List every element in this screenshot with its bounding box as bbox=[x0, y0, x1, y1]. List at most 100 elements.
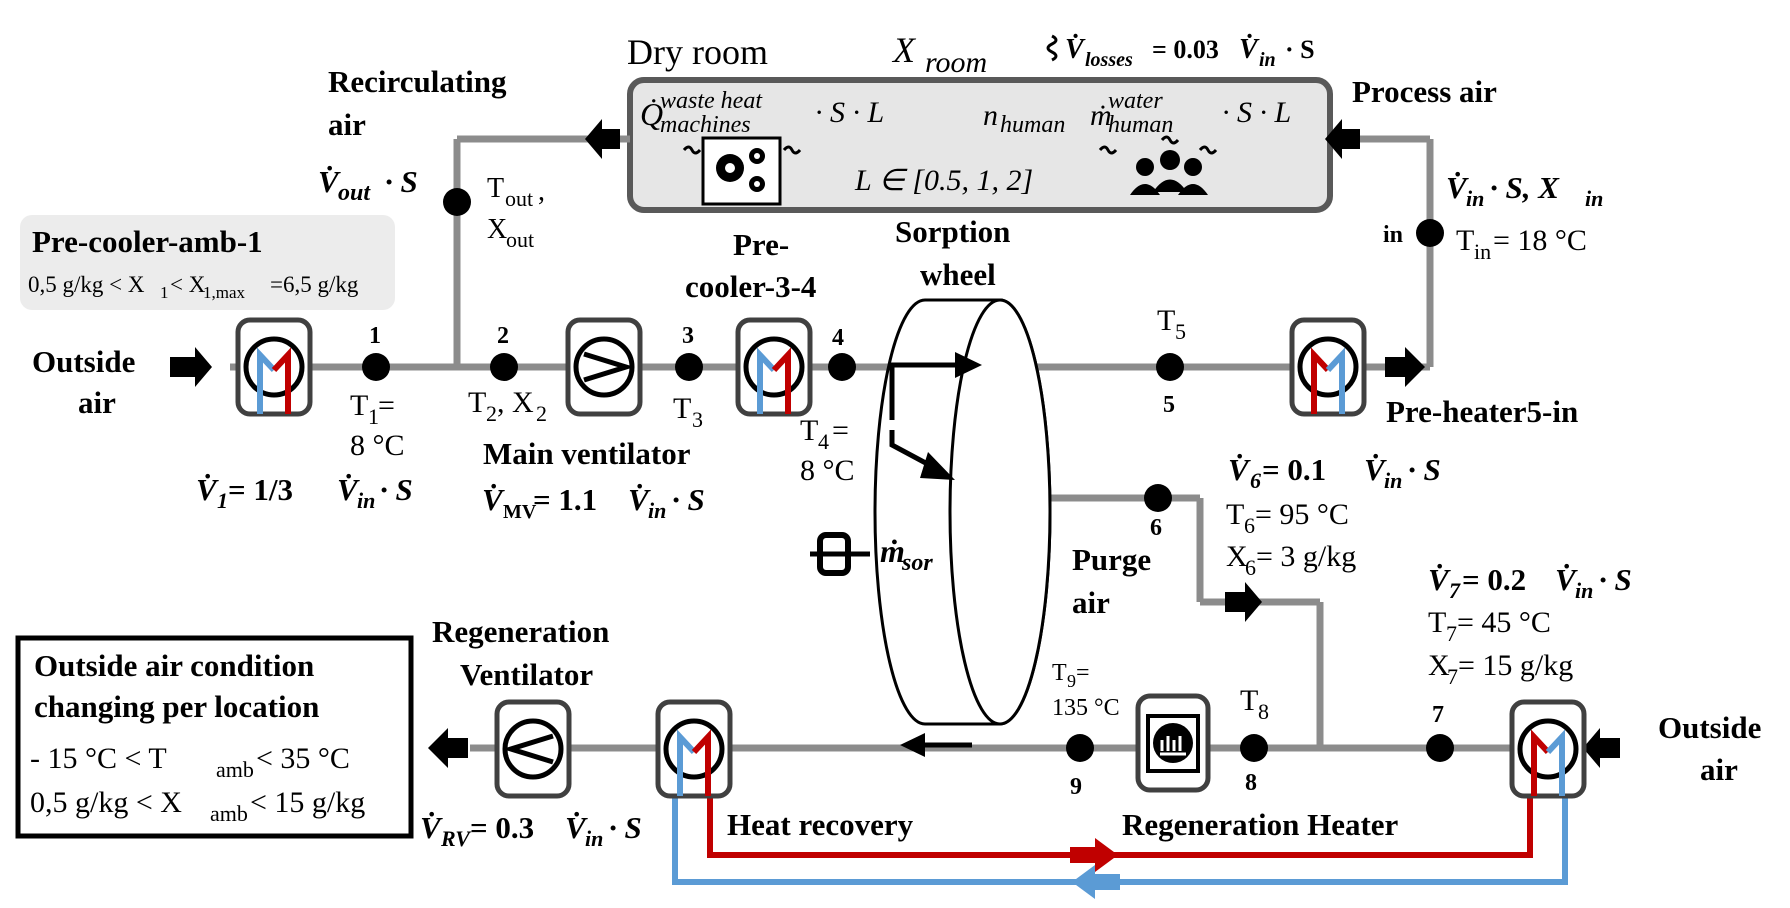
svg-text:135 °C: 135 °C bbox=[1052, 695, 1120, 721]
svg-text:T: T bbox=[468, 386, 486, 419]
t8-label: T 8 bbox=[1240, 684, 1269, 724]
svg-text:T: T bbox=[673, 392, 691, 425]
svg-text:in: in bbox=[1575, 578, 1593, 603]
arrow-process-air bbox=[1325, 119, 1360, 159]
svg-text:out: out bbox=[338, 180, 371, 206]
svg-text:in: in bbox=[1384, 468, 1402, 493]
svg-text:T: T bbox=[1428, 606, 1446, 639]
svg-text:V̇: V̇ bbox=[628, 482, 651, 517]
svg-text:· S: · S bbox=[380, 472, 413, 507]
svg-text:· S · L: · S · L bbox=[815, 96, 884, 129]
point-8-label: 8 bbox=[1245, 770, 1257, 796]
outside-air-left-1: Outside bbox=[32, 344, 135, 379]
svg-text:· S: · S bbox=[1285, 35, 1315, 64]
svg-text:in: in bbox=[1474, 239, 1491, 264]
heater-icon bbox=[1135, 693, 1211, 793]
svg-text:· S: · S bbox=[385, 164, 418, 199]
svg-text:human: human bbox=[1000, 112, 1065, 138]
vout-label: V̇ out · S bbox=[318, 164, 418, 206]
x7-label: X 7 = 15 g/kg bbox=[1428, 649, 1573, 689]
in-point-label: in bbox=[1383, 222, 1403, 248]
svg-text:human: human bbox=[1108, 112, 1173, 138]
svg-text:1: 1 bbox=[368, 404, 379, 429]
blue-flow-arrow bbox=[1072, 865, 1120, 899]
vmv-label: V̇ MV = 1.1 V̇ in · S bbox=[482, 482, 705, 523]
svg-text:= 95 °C: = 95 °C bbox=[1255, 498, 1349, 531]
sorption-wheel bbox=[873, 298, 1052, 726]
svg-text:RV: RV bbox=[440, 826, 472, 851]
svg-text:amb: amb bbox=[210, 801, 248, 826]
svg-text:in: in bbox=[585, 826, 603, 851]
people-icon bbox=[1098, 135, 1218, 195]
fan-icon bbox=[494, 699, 572, 799]
svg-text:amb: amb bbox=[216, 757, 254, 782]
outside-air-left-2: air bbox=[78, 385, 116, 420]
svg-text:V̇: V̇ bbox=[565, 810, 588, 845]
svg-text:= 0.03: = 0.03 bbox=[1152, 35, 1219, 64]
svg-text:X: X bbox=[487, 214, 507, 245]
outside-t-range: - 15 °C < T amb < 35 °C bbox=[30, 742, 350, 782]
point-5-label: 5 bbox=[1163, 392, 1175, 418]
svg-text:,: , bbox=[538, 176, 545, 207]
heat-recovery-loop bbox=[672, 770, 1568, 899]
dry-room-box bbox=[627, 77, 1333, 213]
x-room-label: X room bbox=[891, 30, 987, 79]
svg-text:2: 2 bbox=[536, 401, 547, 426]
svg-text:8 °C: 8 °C bbox=[800, 454, 855, 487]
outside-condition-title-2: changing per location bbox=[34, 689, 319, 724]
svg-text:V̇: V̇ bbox=[337, 472, 360, 507]
outside-air-right-2: air bbox=[1700, 752, 1738, 787]
process-air-label: Process air bbox=[1352, 74, 1497, 109]
l-set-label: L ∈ [0.5, 1, 2] bbox=[854, 164, 1033, 197]
heat-recovery-label: Heat recovery bbox=[727, 807, 914, 842]
svg-text:=: = bbox=[1076, 660, 1090, 686]
regen-ventilator-label-1: Regeneration bbox=[432, 614, 609, 649]
svg-text:· S: · S bbox=[672, 482, 705, 517]
svg-text:· S, X: · S, X bbox=[1490, 170, 1560, 205]
svg-text:T: T bbox=[350, 389, 368, 422]
red-flow-arrow bbox=[1070, 838, 1118, 872]
precooler-amb-box bbox=[20, 215, 395, 310]
t4-label: T 4 = 8 °C bbox=[800, 414, 855, 487]
svg-text:T: T bbox=[1240, 684, 1258, 717]
arrow-exhaust bbox=[428, 728, 468, 768]
svg-text:sor: sor bbox=[901, 550, 933, 576]
wheel-flow-arrows bbox=[889, 352, 982, 757]
point-6-label: 6 bbox=[1150, 515, 1162, 541]
x6-label: X 6 = 3 g/kg bbox=[1226, 540, 1356, 580]
arrow-outside-right bbox=[1583, 728, 1620, 768]
svg-text:T: T bbox=[800, 414, 818, 447]
flow-arrows bbox=[170, 119, 1620, 768]
arrow-purge bbox=[1225, 582, 1262, 622]
outside-x-range: 0,5 g/kg < X amb < 15 g/kg bbox=[30, 786, 365, 826]
svg-text:V̇: V̇ bbox=[1239, 34, 1260, 65]
wavy-losses-icon bbox=[1046, 34, 1058, 62]
state-points bbox=[362, 188, 1454, 762]
svg-text:8: 8 bbox=[1258, 699, 1269, 724]
svg-text:in: in bbox=[648, 498, 666, 523]
svg-text:machines: machines bbox=[660, 112, 751, 138]
gears-icon bbox=[682, 136, 802, 206]
svg-text:waste heat: waste heat bbox=[660, 88, 763, 114]
svg-text:= 3 g/kg: = 3 g/kg bbox=[1256, 540, 1356, 573]
svg-text:= 1.1: = 1.1 bbox=[533, 482, 597, 517]
svg-text:X: X bbox=[1428, 649, 1450, 682]
svg-text:X: X bbox=[891, 30, 917, 70]
svg-text:T: T bbox=[487, 173, 504, 204]
svg-text:8 °C: 8 °C bbox=[350, 429, 405, 462]
svg-text:V̇: V̇ bbox=[1428, 562, 1451, 597]
svg-text:out: out bbox=[505, 186, 533, 211]
svg-text:water: water bbox=[1108, 88, 1163, 114]
v1-label: V̇ 1 = 1/3 V̇ in · S bbox=[196, 472, 413, 513]
t2-x2-label: T 2 , X 2 bbox=[468, 386, 547, 426]
svg-text:V̇: V̇ bbox=[482, 482, 505, 517]
svg-text:5: 5 bbox=[1175, 319, 1186, 344]
svg-text:in: in bbox=[1585, 186, 1603, 211]
arrow-outside-in bbox=[170, 347, 212, 387]
point-2-label: 2 bbox=[497, 323, 509, 349]
svg-text:< 15 g/kg: < 15 g/kg bbox=[250, 786, 365, 819]
human-water-label: n human ṁ water human · S · L bbox=[983, 88, 1291, 138]
svg-text:X: X bbox=[1226, 540, 1248, 573]
svg-text:ṁ: ṁ bbox=[880, 533, 905, 569]
